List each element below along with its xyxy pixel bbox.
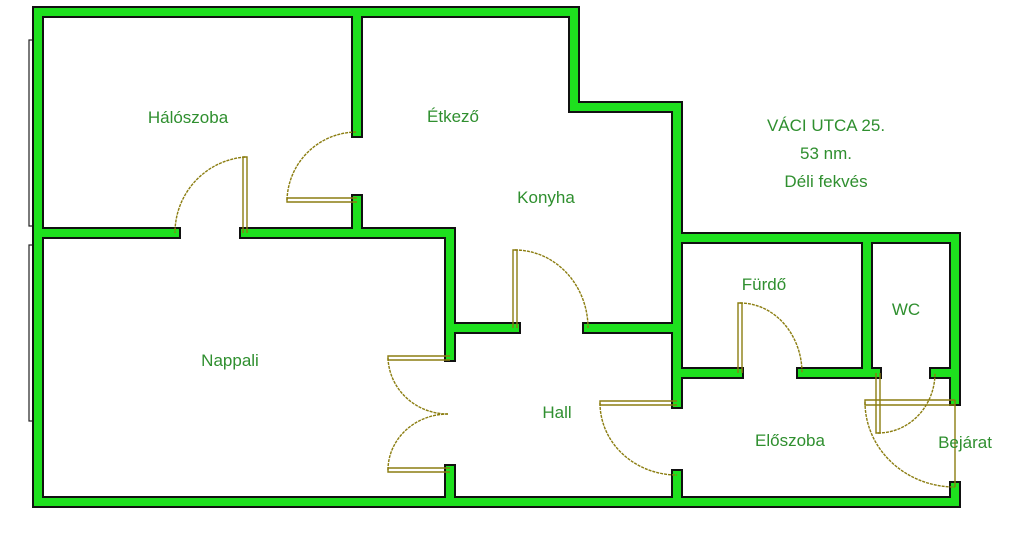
door-kitchen-leaf (512, 249, 518, 328)
door-living-leaf-bottom (387, 467, 450, 473)
area: 53 nm. (800, 144, 852, 163)
door-living-swing-top (387, 357, 449, 415)
room-label-hall: Hall (542, 403, 572, 422)
wall-segment (32, 6, 961, 508)
room-label-anteroom: Előszoba (755, 431, 825, 450)
room-label-living: Nappali (201, 351, 259, 370)
door-entrance-leaf (864, 399, 955, 406)
door-living-leaf-top (387, 355, 450, 361)
address: VÁCI UTCA 25. (766, 116, 886, 135)
room-label-entrance: Bejárat (938, 433, 992, 452)
room-label-bedroom: Hálószoba (147, 108, 229, 127)
doors (174, 131, 956, 488)
plan-info: VÁCI UTCA 25. 53 nm. Déli fekvés (767, 112, 885, 196)
wall-segment (239, 227, 456, 334)
door-entrance-swing (864, 401, 956, 488)
room-label-bathroom: Fürdő (741, 275, 787, 294)
orientation: Déli fekvés (784, 172, 868, 191)
door-bedroom-swing (174, 156, 246, 234)
room-label-kitchen: Konyha (517, 188, 575, 207)
room-label-dining: Étkező (427, 107, 479, 126)
door-kitchen-swing (514, 249, 589, 329)
door-bath-leaf (737, 302, 743, 373)
door-bath-swing (739, 302, 803, 374)
door-wc-leaf (875, 373, 881, 434)
door-living-swing-bottom (387, 413, 449, 471)
wall-segment (34, 8, 959, 506)
wall-segment (241, 229, 454, 332)
room-label-wc: WC (891, 300, 921, 319)
door-hall-swing (599, 402, 678, 476)
door-bedroom-leaf (242, 156, 248, 233)
wall-segment (32, 6, 961, 406)
door-wc-swing (877, 372, 936, 434)
door-dining-swing (286, 131, 358, 201)
door-hall-leaf (599, 400, 677, 406)
wall-segment (34, 8, 959, 404)
door-dining-leaf (286, 197, 357, 203)
walls (32, 6, 961, 508)
